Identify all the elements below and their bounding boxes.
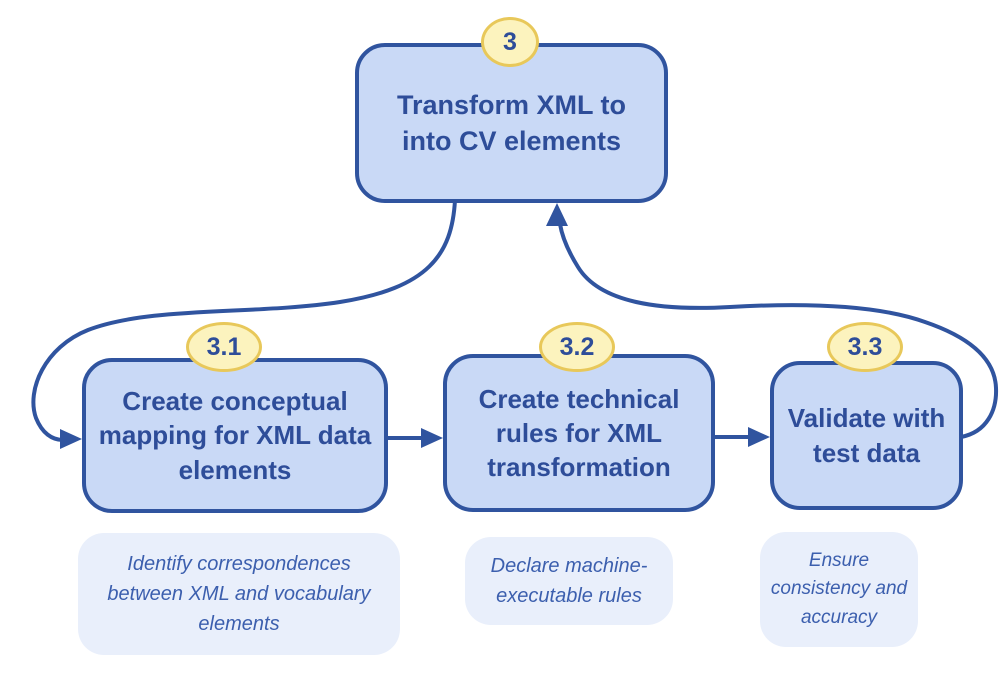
step-3-2-box: Create technical rules for XML transform… — [443, 354, 715, 512]
arrow-step-3-3-to-main — [558, 222, 999, 439]
step-3-1-badge: 3.1 — [186, 322, 262, 372]
step-3-box: Transform XML to into CV elements — [355, 43, 668, 203]
step-3-2-badge: 3.2 — [539, 322, 615, 372]
step-3-1-label: Create conceptual mapping for XML data e… — [98, 386, 372, 485]
step-3-1-box: Create conceptual mapping for XML data e… — [82, 358, 388, 513]
step-3-3-label: Validate with test data — [787, 403, 946, 468]
step-3-2-description-text: Declare machine-executable rules — [490, 555, 648, 607]
arrow-main-to-step-3-1 — [31, 198, 457, 442]
arrowhead-into-main-step — [546, 203, 568, 226]
step-3-2-label: Create technical rules for XML transform… — [478, 383, 680, 483]
arrowhead-into-step-3-2 — [421, 428, 443, 448]
step-3-3-box: Validate with test data — [770, 361, 963, 510]
step-3-label: Transform XML to into CV elements — [396, 89, 627, 156]
step-3-3-badge: 3.3 — [827, 322, 903, 372]
step-3-3-description: Ensure consistency and accuracy — [760, 532, 918, 647]
arrowhead-into-step-3-1 — [60, 429, 82, 449]
arrowhead-into-step-3-3 — [748, 427, 770, 447]
step-3-2-description: Declare machine-executable rules — [465, 537, 673, 625]
step-3-1-description: Identify correspondences between XML and… — [78, 533, 400, 655]
step-3-1-description-text: Identify correspondences between XML and… — [107, 553, 371, 635]
step-3-3-description-text: Ensure consistency and accuracy — [770, 549, 908, 628]
step-3-badge: 3 — [481, 17, 539, 67]
